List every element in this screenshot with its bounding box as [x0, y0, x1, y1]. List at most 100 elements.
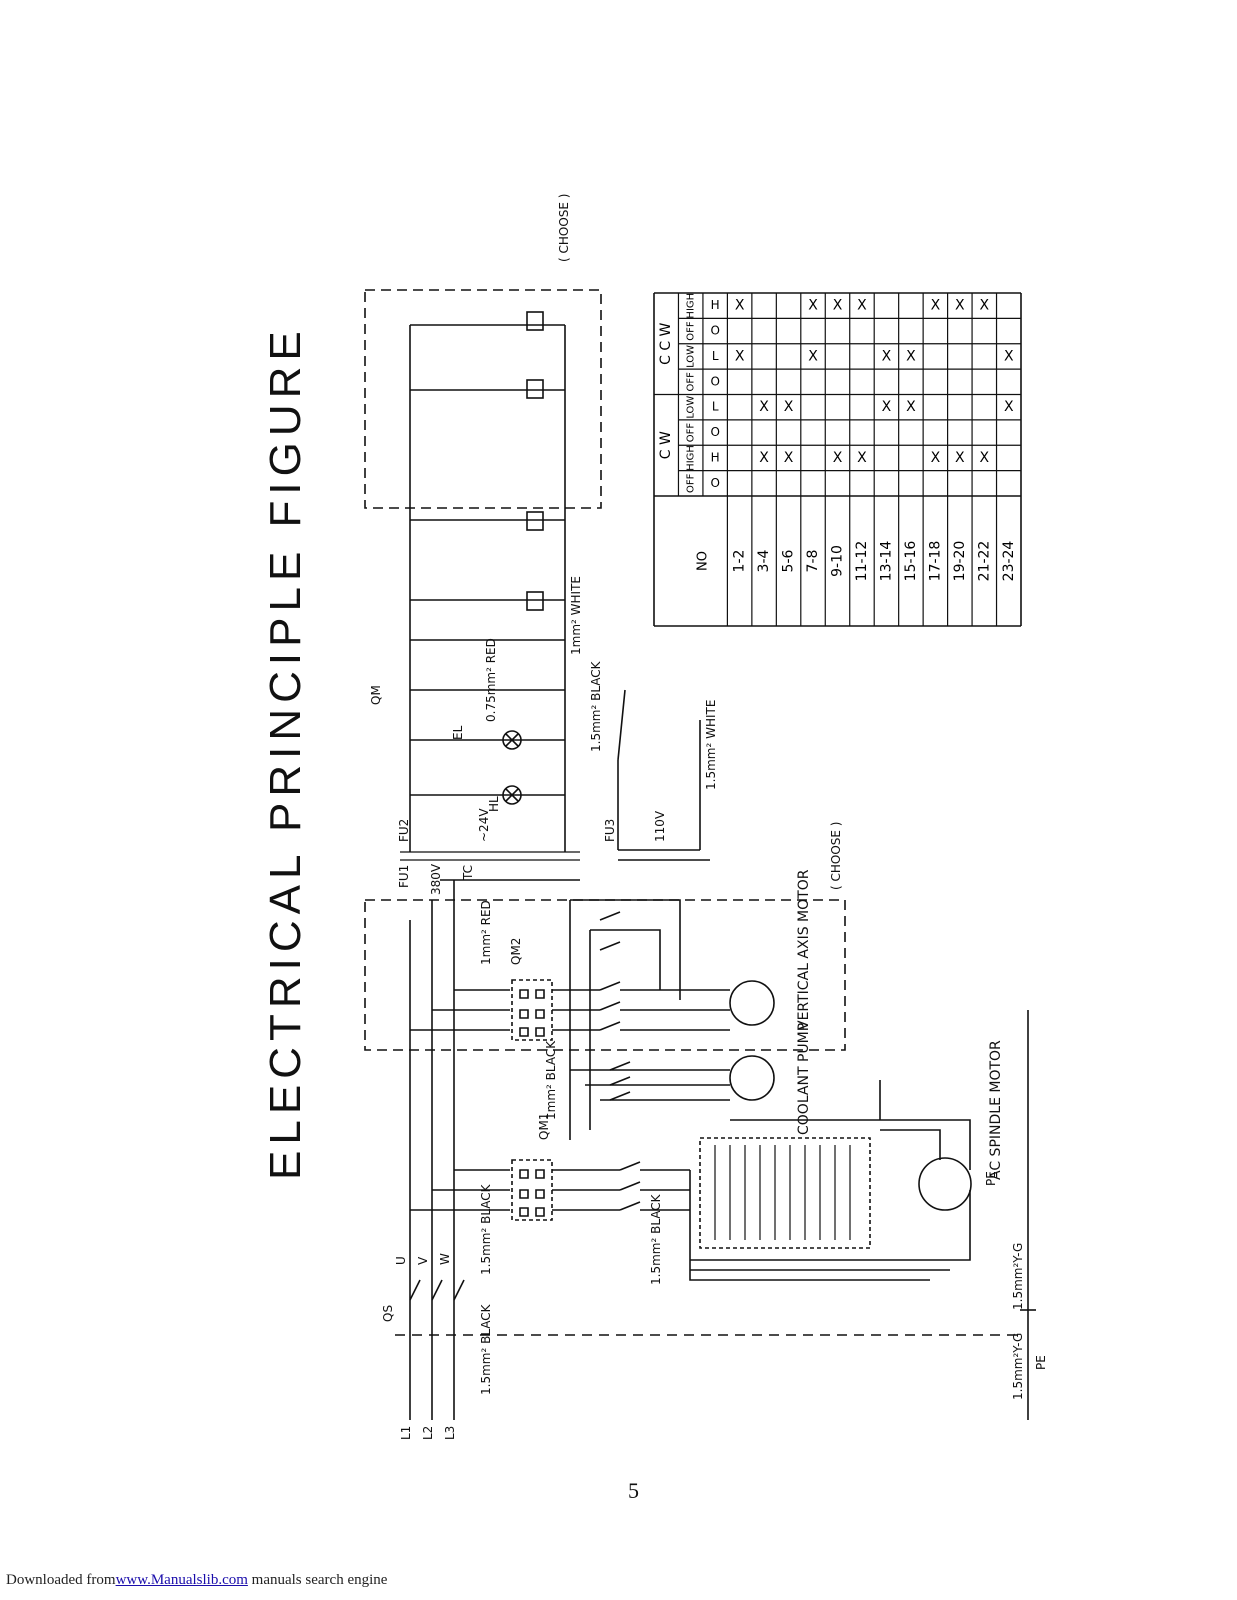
row-10-mark-1: X — [980, 450, 990, 466]
row-9-mark-7: X — [955, 298, 965, 314]
wire-yg-left: 1.5mm²Y-G — [1011, 1333, 1025, 1400]
row-7-mark-5: X — [906, 348, 916, 364]
pe-label-motor: PE — [984, 1171, 998, 1186]
row-no-4: 9-10 — [830, 545, 846, 577]
qs-label: QS — [381, 1305, 395, 1322]
footer: Downloaded fromwww.Manualslib.com manual… — [6, 1572, 387, 1589]
wire-black-m1: 1.5mm² BLACK — [649, 1193, 663, 1285]
vertical-axis-motor-label: VERTICAL AXIS MOTOR — [796, 869, 812, 1030]
qm2-label: QM2 — [509, 938, 523, 965]
code-1: H — [711, 450, 720, 464]
code-3: L — [712, 400, 719, 414]
row-5-mark-1: X — [857, 450, 867, 466]
row-no-2: 5-6 — [781, 549, 797, 572]
sub-header-4: OFF — [686, 372, 697, 392]
sub-header-5: LOW — [686, 345, 697, 368]
diagram-title: ELECTRICAL PRINCIPLE FIGURE — [261, 325, 310, 1180]
wire-black-main: 1.5mm² BLACK — [479, 1303, 493, 1395]
row-no-10: 21-22 — [976, 541, 992, 582]
fu3-label: FU3 — [603, 819, 617, 842]
footer-prefix: Downloaded from — [6, 1572, 116, 1588]
tc-label: TC — [461, 865, 475, 881]
group-ccw: C C W — [658, 322, 674, 364]
code-6: O — [710, 324, 719, 338]
coolant-pump-label: COOLANT PUMP — [796, 1023, 812, 1135]
choose-label-top: ( CHOOSE ) — [557, 194, 571, 262]
group-cw: C W — [658, 431, 674, 459]
row-4-mark-1: X — [833, 450, 843, 466]
l2-label: L2 — [421, 1426, 435, 1440]
row-1-mark-3: X — [759, 399, 769, 415]
row-no-3: 7-8 — [805, 550, 821, 573]
sub-header-0: OFF — [686, 473, 697, 493]
l3-label: L3 — [443, 1426, 457, 1440]
row-8-mark-7: X — [931, 298, 941, 314]
qm1-label: QM1 — [537, 1113, 551, 1140]
row-no-0: 1-2 — [732, 550, 748, 573]
row-0-mark-7: X — [735, 298, 745, 314]
code-7: H — [711, 298, 720, 312]
row-no-1: 3-4 — [756, 549, 772, 572]
row-9-mark-1: X — [955, 450, 965, 466]
pe-label: PE — [1034, 1355, 1048, 1370]
l1-label: L1 — [399, 1426, 413, 1440]
row-no-11: 23-24 — [1001, 541, 1017, 582]
wire-white-15: 1.5mm² WHITE — [704, 700, 718, 790]
switch-position-table: C W C C W OFF O HIGH H OFF O LOW L OFF O LOW L OFF O HIG… — [653, 292, 1022, 627]
sub-header-6: OFF — [686, 321, 697, 341]
row-11-mark-5: X — [1004, 348, 1014, 364]
wire-white-1: 1mm² WHITE — [569, 576, 583, 655]
sub-header-2: OFF — [686, 423, 697, 443]
code-2: O — [710, 425, 719, 439]
row-no-7: 15-16 — [903, 541, 919, 582]
row-no-6: 13-14 — [878, 541, 894, 582]
ac-spindle-motor-label: AC SPINDLE MOTOR — [988, 1040, 1004, 1180]
row-6-mark-3: X — [882, 399, 892, 415]
row-6-mark-5: X — [882, 348, 892, 364]
v-label: V — [416, 1256, 430, 1265]
wire-red-qm2: 1mm² RED — [479, 900, 493, 965]
page-number: 5 — [628, 1478, 639, 1503]
v380-label: 380V — [429, 863, 443, 895]
wire-red-075: 0.75mm² RED — [484, 638, 498, 722]
row-3-mark-7: X — [808, 298, 818, 314]
row-no-8: 17-18 — [927, 541, 943, 582]
row-1-mark-1: X — [759, 450, 769, 466]
sub-header-1: HIGH — [686, 445, 697, 471]
fu2-label: FU2 — [397, 819, 411, 842]
choose-label-mid: ( CHOOSE ) — [829, 822, 843, 890]
row-8-mark-1: X — [931, 450, 941, 466]
code-5: L — [712, 349, 719, 363]
fu1-label: FU1 — [397, 865, 411, 888]
row-no-5: 11-12 — [854, 541, 870, 582]
row-4-mark-7: X — [833, 298, 843, 314]
row-7-mark-3: X — [906, 399, 916, 415]
v24-label: ~24V — [477, 808, 491, 842]
row-11-mark-3: X — [1004, 399, 1014, 415]
el-label: EL — [451, 725, 465, 740]
row-0-mark-5: X — [735, 348, 745, 364]
footer-suffix: manuals search engine — [247, 1572, 388, 1588]
footer-link[interactable]: www.Manualslib.com — [115, 1572, 248, 1588]
sub-header-3: LOW — [686, 396, 697, 419]
code-4: O — [710, 374, 719, 388]
wire-yg-right: 1.5mm²Y-G — [1011, 1243, 1025, 1310]
row-2-mark-3: X — [784, 399, 794, 415]
sub-header-7: HIGH — [686, 293, 697, 319]
row-10-mark-7: X — [980, 298, 990, 314]
w-label: W — [438, 1253, 452, 1265]
code-0: O — [710, 476, 719, 490]
wire-black-mid: 1.5mm² BLACK — [479, 1183, 493, 1275]
row-3-mark-5: X — [808, 348, 818, 364]
row-no-9: 19-20 — [952, 541, 968, 582]
hl-label: HL — [487, 796, 501, 812]
qm-label: QM — [369, 685, 383, 705]
u-label: U — [394, 1256, 408, 1265]
row-2-mark-1: X — [784, 450, 794, 466]
wire-black-15: 1.5mm² BLACK — [589, 660, 603, 752]
no-header: NO — [695, 551, 710, 571]
row-5-mark-7: X — [857, 298, 867, 314]
v110-label: 110V — [653, 810, 667, 842]
wire-black-qm1: 1mm² BLACK — [544, 1040, 558, 1120]
